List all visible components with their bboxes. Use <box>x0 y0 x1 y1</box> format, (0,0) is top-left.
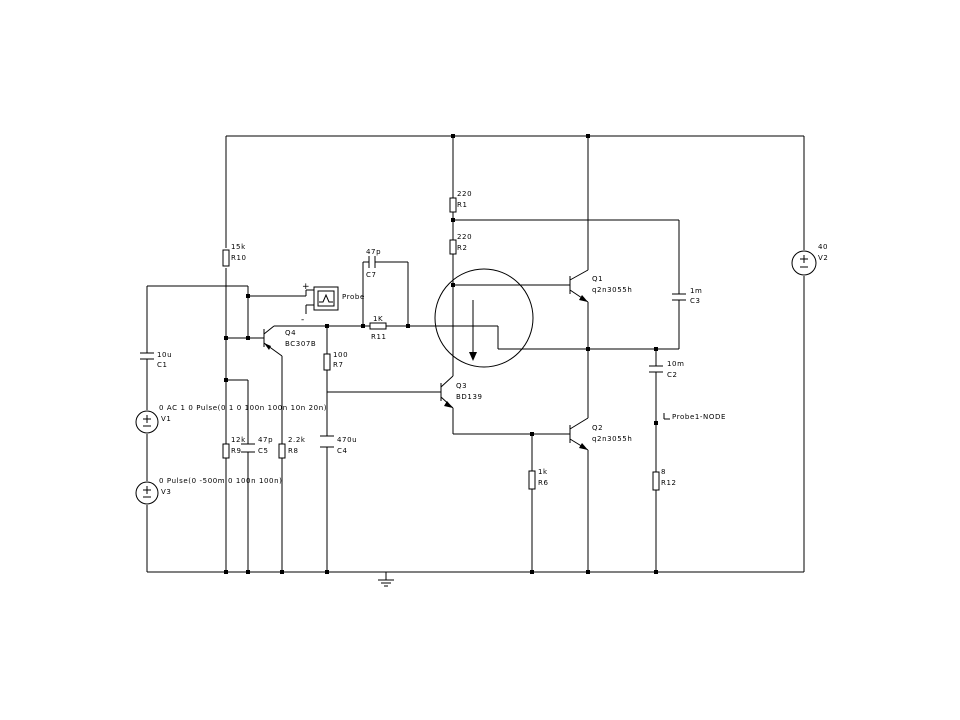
transistor-Q4 <box>263 325 283 357</box>
label-Q4-ref: Q4 <box>285 329 296 337</box>
label-C7-ref: C7 <box>366 271 377 279</box>
label-C3-value: 1m <box>690 287 702 295</box>
label-Q2-model: q2n3055h <box>592 435 632 443</box>
label-R9-ref: R9 <box>231 447 242 455</box>
label-R7-ref: R7 <box>333 361 344 369</box>
label-C7-value: 47p <box>366 248 381 256</box>
voltage-source-V3 <box>135 481 159 505</box>
label-R7-value: 100 <box>333 351 348 359</box>
label-R8-value: 2.2k <box>288 436 306 444</box>
label-R10-ref: R10 <box>231 254 247 262</box>
label-V1-spec: 0 AC 1 0 Pulse(0 1 0 100n 100n 10n 20n) <box>159 404 327 412</box>
label-C4-ref: C4 <box>337 447 348 455</box>
label-R2-ref: R2 <box>457 244 468 252</box>
probe-label: Probe <box>342 293 365 301</box>
label-C5-value: 47p <box>258 436 273 444</box>
transistor-Q2 <box>569 417 589 451</box>
voltage-sources <box>135 250 817 505</box>
label-Q1-model: q2n3055h <box>592 286 632 294</box>
label-V2-value: 40 <box>818 243 828 251</box>
label-R8-ref: R8 <box>288 447 299 455</box>
label-C1-ref: C1 <box>157 361 168 369</box>
highlight-annotation <box>434 268 534 368</box>
resistor-R2 <box>449 239 457 255</box>
capacitor-C3 <box>672 293 686 301</box>
label-R11-value: 1K <box>373 315 383 323</box>
capacitor-C5 <box>241 443 255 453</box>
label-Q3-model: BD139 <box>456 393 483 401</box>
ground-symbol <box>378 572 394 587</box>
capacitor-C4 <box>320 435 334 448</box>
label-R9-value: 12k <box>231 436 246 444</box>
resistor-R12 <box>652 471 660 491</box>
capacitor-C2 <box>649 365 663 373</box>
label-C2-value: 10m <box>667 360 685 368</box>
label-R10-value: 15k <box>231 243 246 251</box>
resistor-R7 <box>323 353 331 371</box>
label-R12-value: 8 <box>661 468 666 476</box>
junction-nodes <box>224 134 658 574</box>
label-V1-ref: V1 <box>161 415 171 423</box>
label-C3-ref: C3 <box>690 297 701 305</box>
probe-minus: - <box>301 315 304 325</box>
label-R2-value: 220 <box>457 233 472 241</box>
label-C4-value: 470u <box>337 436 357 444</box>
probe: Probe + - <box>301 282 365 325</box>
transistors <box>263 269 589 451</box>
label-Q3-ref: Q3 <box>456 382 467 390</box>
capacitor-C7 <box>368 256 376 268</box>
resistor-R10 <box>222 249 230 267</box>
label-C5-ref: C5 <box>258 447 269 455</box>
resistor-R1 <box>449 197 457 213</box>
label-Q1-ref: Q1 <box>592 275 603 283</box>
label-C2-ref: C2 <box>667 371 678 379</box>
resistor-R9 <box>222 443 230 459</box>
resistor-R6 <box>528 470 536 490</box>
component-labels: 15k R10 220 R1 220 R2 47p C7 1K R11 Q4 B… <box>157 190 828 496</box>
label-R1-value: 220 <box>457 190 472 198</box>
label-Q2-ref: Q2 <box>592 424 603 432</box>
capacitor-C1 <box>140 352 154 360</box>
label-R6-ref: R6 <box>538 479 549 487</box>
label-R11-ref: R11 <box>371 333 387 341</box>
resistor-R11 <box>369 322 387 330</box>
probe-plus: + <box>302 282 310 292</box>
label-V2-ref: V2 <box>818 254 828 262</box>
transistor-Q1 <box>569 269 589 303</box>
resistor-R8 <box>278 443 286 459</box>
label-R12-ref: R12 <box>661 479 677 487</box>
label-C1-value: 10u <box>157 351 172 359</box>
label-R6-value: 1k <box>538 468 548 476</box>
label-R1-ref: R1 <box>457 201 468 209</box>
label-V3-spec: 0 Pulse(0 -500m 0 100n 100n) <box>159 477 282 485</box>
voltage-source-V2 <box>791 250 817 276</box>
capacitors <box>140 256 686 453</box>
label-probe-node: Probe1-NODE <box>672 413 726 421</box>
resistors <box>222 197 660 491</box>
voltage-source-V1 <box>135 410 159 434</box>
label-V3-ref: V3 <box>161 488 171 496</box>
transistor-Q3 <box>440 372 454 409</box>
wires <box>146 135 805 573</box>
label-Q4-model: BC307B <box>285 340 316 348</box>
